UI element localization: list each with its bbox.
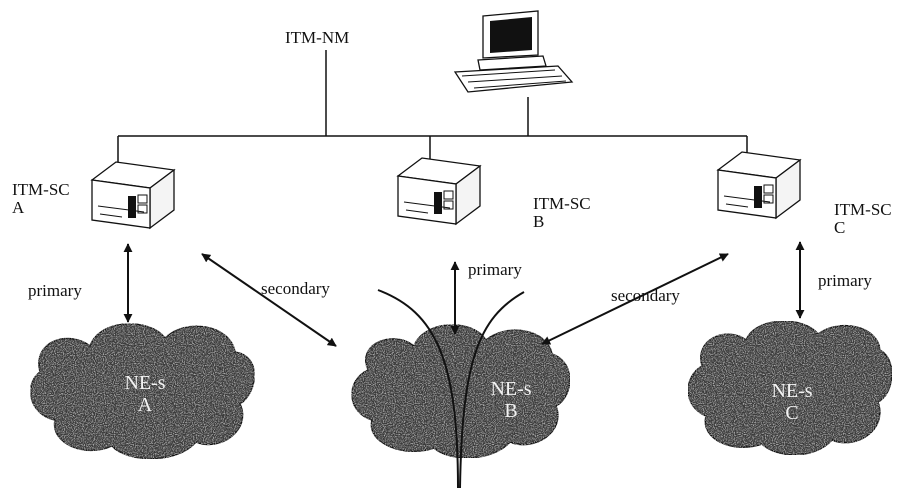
- server-a-letter: A: [12, 198, 25, 217]
- server-c-label: ITM-SC C: [834, 201, 892, 237]
- secondary-link-c-b: [541, 253, 729, 345]
- nm-label: ITM-NM: [285, 28, 350, 47]
- boundary-curves: [377, 289, 525, 488]
- cloud-c-line1: NE-s: [771, 380, 813, 402]
- primary-label-b: primary: [468, 260, 522, 279]
- cloud-b-line1: NE-s: [490, 378, 532, 400]
- cloud-ne-c: [687, 320, 893, 456]
- computer-workstation-icon: [453, 10, 574, 93]
- network-bus: [117, 50, 748, 170]
- cloud-b-label: NE-s B: [476, 378, 546, 422]
- server-c-name: ITM-SC: [834, 200, 892, 219]
- cloud-a-line2: A: [137, 394, 153, 416]
- secondary-link-a-b: [201, 253, 337, 347]
- server-b-letter: B: [533, 212, 545, 231]
- secondary-label-right: secondary: [611, 286, 680, 305]
- server-icon: [717, 151, 801, 219]
- primary-label-a: primary: [28, 281, 82, 300]
- server-icon: [397, 157, 481, 225]
- server-b-label: ITM-SC B: [533, 195, 591, 231]
- primary-label-c: primary: [818, 271, 872, 290]
- cloud-b-line2: B: [504, 400, 518, 422]
- cloud-a-label: NE-s A: [110, 372, 180, 416]
- server-c-letter: C: [834, 218, 846, 237]
- cloud-a-line1: NE-s: [124, 372, 166, 394]
- server-b-name: ITM-SC: [533, 194, 591, 213]
- cloud-ne-a: [30, 323, 256, 460]
- cloud-c-label: NE-s C: [757, 380, 827, 424]
- server-icon: [91, 161, 175, 229]
- secondary-label-left: secondary: [261, 279, 330, 298]
- cloud-c-line2: C: [785, 402, 799, 424]
- server-a-label: ITM-SC A: [12, 181, 70, 217]
- server-a-name: ITM-SC: [12, 180, 70, 199]
